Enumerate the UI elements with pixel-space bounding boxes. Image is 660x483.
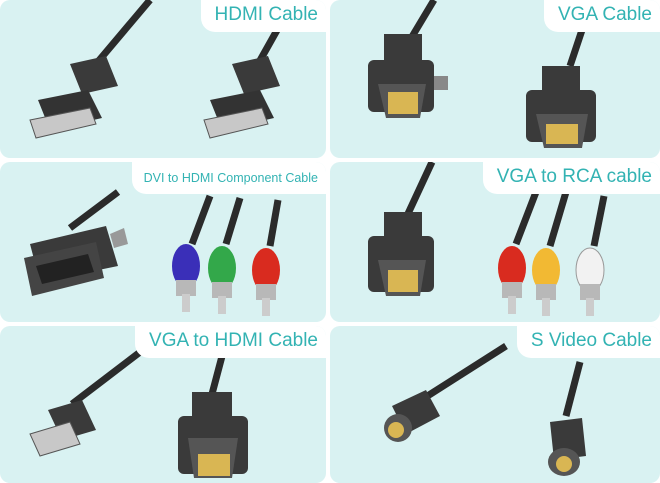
svideo-plug-icon — [384, 343, 508, 442]
vga-hdmi-illustration — [29, 326, 248, 478]
rca-yellow-icon — [532, 191, 570, 316]
panel-s-video-cable: S Video Cable — [330, 326, 660, 483]
panel-vga-to-rca-cable: VGA to RCA cable — [330, 162, 660, 322]
dvi-component-illustration — [24, 189, 282, 316]
panel-label: VGA Cable — [544, 0, 660, 32]
panel-label: VGA to HDMI Cable — [135, 326, 326, 358]
rca-white-icon — [575, 195, 608, 316]
panel-label: S Video Cable — [516, 326, 660, 358]
hdmi-plug-icon — [29, 0, 153, 139]
panel-label: HDMI Cable — [200, 0, 326, 32]
rca-green-icon — [208, 196, 244, 314]
vga-rca-illustration — [368, 162, 608, 316]
vga-plug-icon — [368, 162, 436, 296]
panel-vga-cable: VGA Cable — [330, 0, 660, 158]
rca-red-icon — [498, 190, 540, 314]
hdmi-plug-icon — [29, 343, 151, 457]
vga-cable-illustration — [368, 0, 596, 148]
panel-vga-to-hdmi-cable: VGA to HDMI Cable — [0, 326, 326, 483]
dvi-plug-icon — [24, 189, 128, 296]
rca-red-icon — [252, 199, 282, 316]
rca-blue-icon — [172, 194, 214, 312]
svideo-illustration — [384, 343, 586, 476]
panel-hdmi-cable: HDMI Cable — [0, 0, 326, 158]
hdmi-plug-icon — [203, 0, 298, 139]
panel-label: DVI to HDMI Component Cable — [131, 162, 326, 194]
vga-plug-icon — [526, 0, 596, 148]
vga-plug-icon — [368, 0, 448, 118]
panel-label: VGA to RCA cable — [482, 162, 660, 194]
svideo-plug-icon — [548, 361, 586, 476]
panel-dvi-to-hdmi-component-cable: DVI to HDMI Component Cable — [0, 162, 326, 322]
hdmi-cable-illustration — [29, 0, 298, 139]
